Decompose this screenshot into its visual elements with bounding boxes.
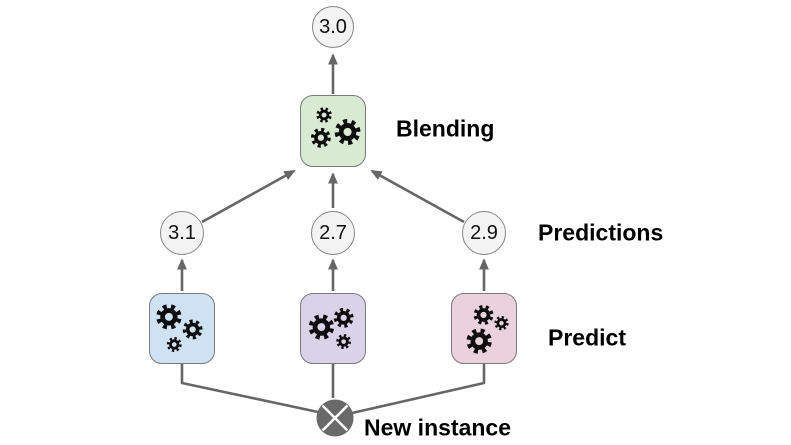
blender-label: Blending (396, 115, 495, 142)
gears-icon (310, 107, 361, 148)
arrow-prediction1-to-blender (201, 169, 296, 224)
gears-icon (308, 307, 354, 350)
prediction-value-1: 3.1 (168, 221, 196, 244)
blender-box (300, 95, 366, 167)
final-prediction-node: 3.0 (312, 6, 354, 48)
connector-newinstance-to-predictor1 (180, 364, 319, 414)
gears-icon (156, 304, 203, 352)
predictor-box-2 (300, 293, 366, 364)
new-instance-label: New instance (364, 414, 511, 441)
prediction-node-3: 2.9 (462, 211, 506, 255)
predictor-box-3 (451, 293, 517, 364)
prediction-node-1: 3.1 (160, 211, 204, 255)
predictor-box-1 (149, 293, 215, 364)
predict-label: Predict (548, 324, 626, 351)
connector-newinstance-to-predictor3 (351, 364, 486, 415)
prediction-value-3: 2.9 (470, 221, 498, 244)
crossed-circle-icon (316, 399, 354, 437)
arrow-prediction3-to-blender (370, 169, 465, 224)
predictions-label: Predictions (538, 219, 664, 246)
final-prediction-value: 3.0 (319, 15, 347, 38)
prediction-value-2: 2.7 (319, 221, 347, 244)
gears-icon (466, 304, 509, 354)
prediction-node-2: 2.7 (311, 211, 355, 255)
